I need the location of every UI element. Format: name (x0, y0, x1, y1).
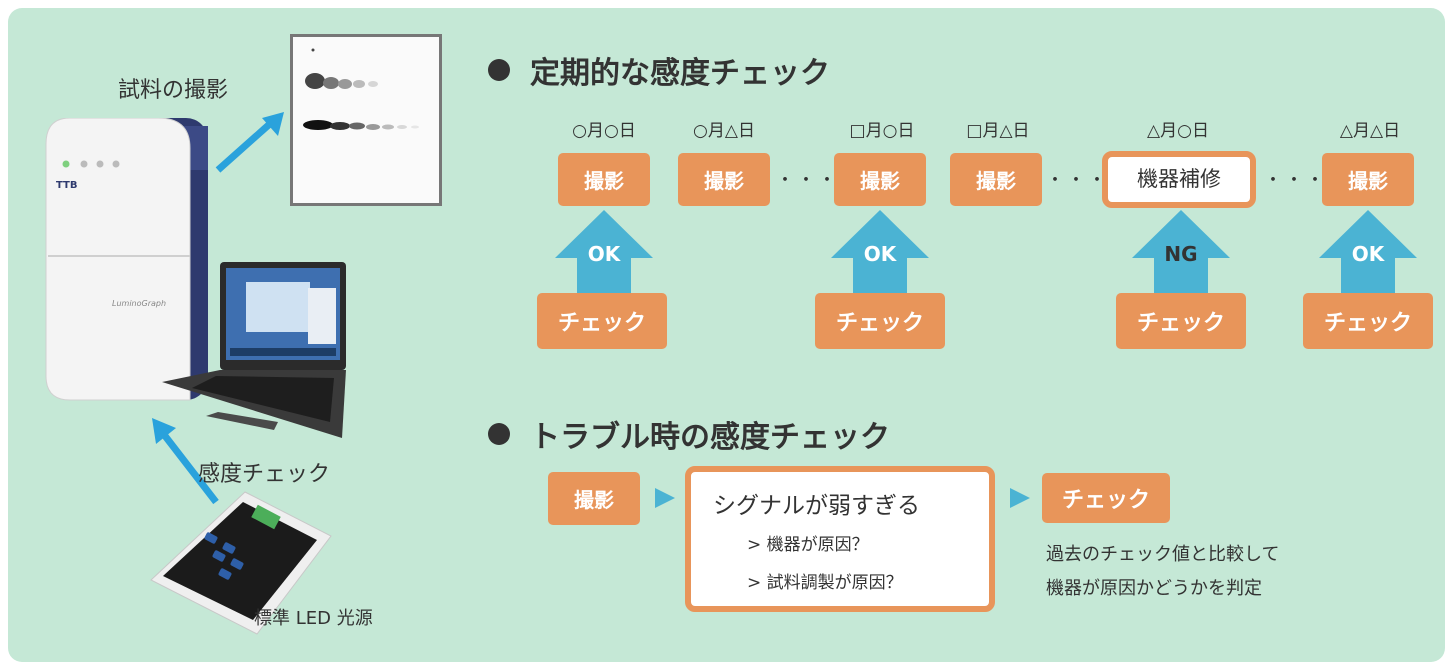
cause-2: > 試料調製が原因？ (747, 573, 903, 593)
up-arrow-icon (1319, 210, 1417, 294)
device-brand-text: TTB (56, 180, 78, 191)
result-ok-3: OK (1351, 242, 1385, 266)
capture-step-trouble: 撮影 (548, 472, 640, 525)
check-arrow-icon (152, 418, 219, 505)
result-ok-2: OK (863, 242, 897, 266)
led-light-source-icon (150, 491, 332, 635)
capture-step-4: 撮影 (950, 153, 1042, 206)
note-line-1: 過去のチェック値と比較して (1046, 544, 1280, 565)
date-4: □月△日 (966, 121, 1030, 141)
section1-heading: 定期的な感度チェック (488, 48, 830, 92)
date-3: □月○日 (849, 121, 915, 141)
ellipsis-3: ・・・ (1264, 170, 1327, 191)
capture-step-6: 撮影 (1322, 153, 1414, 206)
problem-title: シグナルが弱すぎる (713, 493, 920, 519)
section2-title: トラブル時の感度チェック (530, 420, 890, 455)
capture-step-2: 撮影 (678, 153, 770, 206)
capture-step-3: 撮影 (834, 153, 926, 206)
check-step-3: チェック (1116, 293, 1246, 349)
date-2: ○月△日 (693, 121, 755, 141)
section1-title: 定期的な感度チェック (530, 56, 830, 91)
check-step-trouble: チェック (1042, 473, 1170, 523)
laptop-icon (162, 262, 346, 438)
result-ng: NG (1164, 242, 1198, 266)
date-1: ○月○日 (572, 121, 636, 141)
check-step-4: チェック (1303, 293, 1433, 349)
blot-image-icon (290, 34, 442, 206)
check-label: 感度チェック (198, 462, 331, 487)
problem-box: シグナルが弱すぎる > 機器が原因？ > 試料調製が原因？ (685, 466, 995, 612)
up-arrow-icon (555, 210, 653, 294)
note-line-2: 機器が原因かどうかを判定 (1046, 578, 1262, 599)
play-arrow-icon (1010, 488, 1030, 508)
bullet-icon (488, 423, 510, 445)
up-arrow-icon (1132, 210, 1230, 294)
repair-step: 機器補修 (1102, 151, 1256, 208)
play-arrow-icon (655, 488, 675, 508)
device-model-text: LuminoGraph (112, 299, 166, 308)
bullet-icon (488, 59, 510, 81)
capture-arrow-icon (215, 112, 284, 173)
light-source-label: 標準 LED 光源 (254, 608, 373, 629)
date-6: △月△日 (1339, 121, 1401, 141)
date-5: △月○日 (1147, 121, 1209, 141)
repair-step-label: 機器補修 (1137, 167, 1221, 191)
up-arrow-icon (831, 210, 929, 294)
result-ok-1: OK (587, 242, 621, 266)
ellipsis-2: ・・・ (1046, 170, 1109, 191)
imager-device-icon: TTB LuminoGraph (45, 118, 208, 401)
capture-label: 試料の撮影 (118, 78, 229, 103)
ellipsis-1: ・・・ (776, 170, 839, 191)
section2-heading: トラブル時の感度チェック (488, 412, 890, 456)
cause-1: > 機器が原因？ (747, 535, 869, 555)
capture-step-1: 撮影 (558, 153, 650, 206)
check-step-1: チェック (537, 293, 667, 349)
check-step-2: チェック (815, 293, 945, 349)
